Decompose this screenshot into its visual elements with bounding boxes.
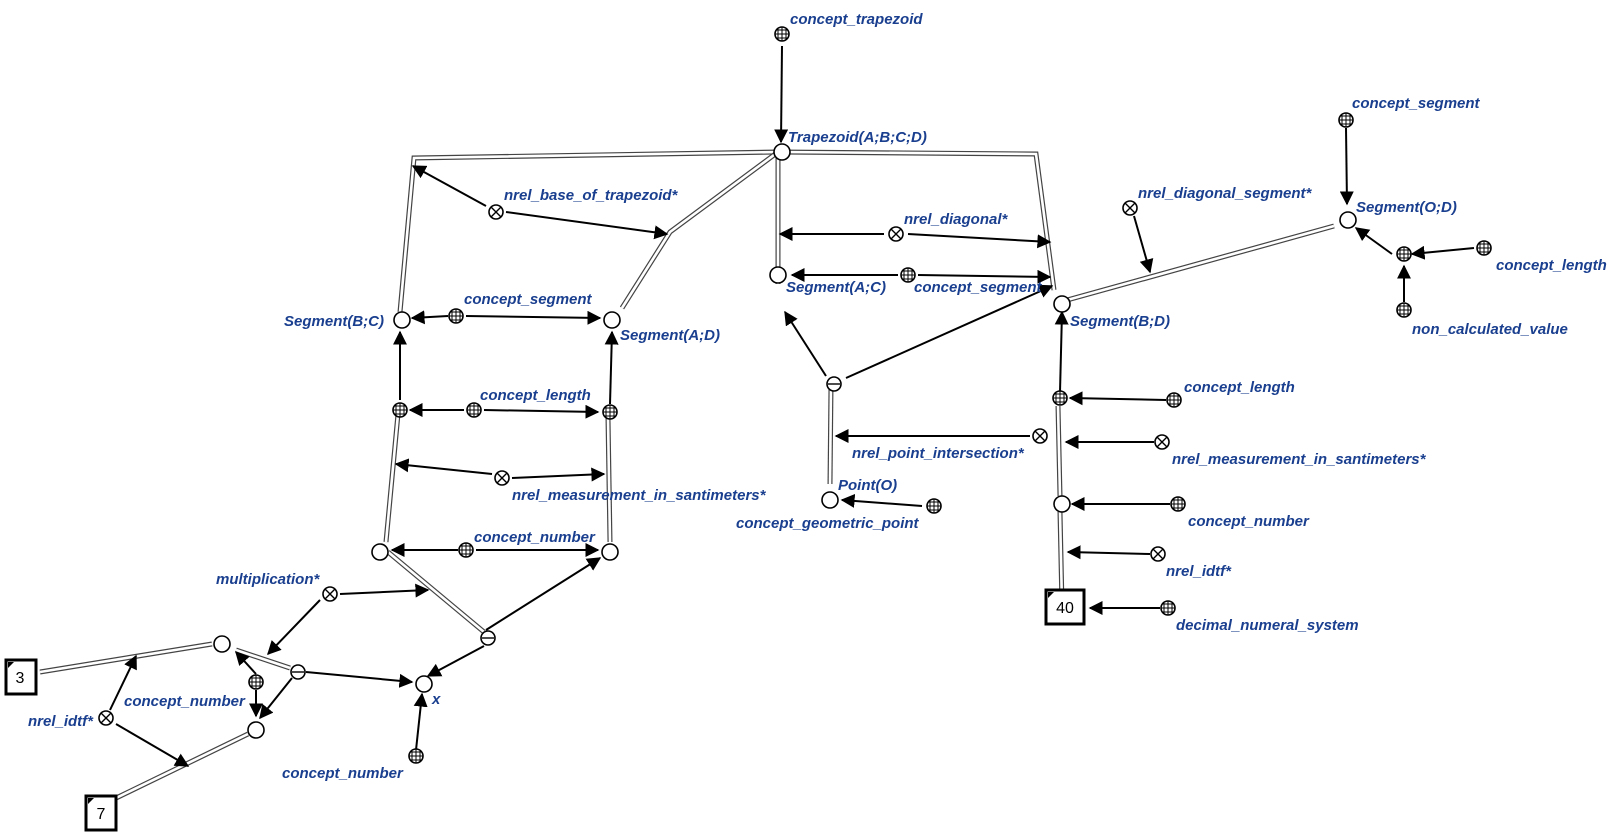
label-segment-od: Segment(O;D) [1356, 199, 1457, 216]
link-box-7: 7 [84, 794, 118, 832]
label-concept-segment-mid: concept_segment [914, 279, 1043, 296]
node-number-left-b [601, 543, 619, 561]
class-node [926, 498, 942, 514]
labels: concept_trapezoid Trapezoid(A;B;C;D) nre… [28, 11, 1607, 782]
label-x: x [431, 691, 441, 708]
link-box-3: 3 [4, 658, 38, 696]
label-nrel-base-of-trapezoid: nrel_base_of_trapezoid* [504, 187, 679, 204]
class-node [900, 267, 916, 283]
node-product-a [213, 635, 231, 653]
class-node [248, 674, 264, 690]
relation-node [1150, 546, 1166, 562]
tuple-node [826, 376, 842, 392]
label-concept-trapezoid: concept_trapezoid [790, 11, 923, 28]
label-point-o: Point(O) [838, 477, 897, 494]
label-concept-number-left: concept_number [474, 529, 596, 546]
label-concept-geometric-point: concept_geometric_point [736, 515, 920, 532]
node-x [415, 675, 433, 693]
label-segment-bc: Segment(B;C) [284, 313, 384, 330]
class-node [448, 308, 464, 324]
label-nrel-point-intersection: nrel_point_intersection* [852, 445, 1025, 462]
link-box-40: 40 [1044, 588, 1086, 626]
node-segment-ad [603, 311, 621, 329]
label-segment-bd: Segment(B;D) [1070, 313, 1170, 330]
node-product-b [247, 721, 265, 739]
class-node [408, 748, 424, 764]
class-node [774, 26, 790, 42]
label-nrel-diagonal: nrel_diagonal* [904, 211, 1009, 228]
label-nrel-diagonal-segment: nrel_diagonal_segment* [1138, 185, 1313, 202]
label-nrel-measurement-left: nrel_measurement_in_santimeters* [512, 487, 767, 504]
class-node [1338, 112, 1354, 128]
class-node [1160, 600, 1176, 616]
label-concept-length-left: concept_length [480, 387, 591, 404]
label-nrel-measurement-right: nrel_measurement_in_santimeters* [1172, 451, 1427, 468]
node-segment-od [1339, 211, 1357, 229]
label-concept-length-right: concept_length [1496, 257, 1607, 274]
link-value-40: 40 [1056, 600, 1074, 617]
link-value-7: 7 [97, 806, 106, 823]
relation-node [98, 710, 114, 726]
label-decimal-numeral-system: decimal_numeral_system [1176, 617, 1359, 634]
class-node [1476, 240, 1492, 256]
node-number-left-a [371, 543, 389, 561]
label-concept-length-bd: concept_length [1184, 379, 1295, 396]
class-node [602, 404, 618, 420]
class-node [466, 402, 482, 418]
relation-node [1122, 200, 1138, 216]
relation-node [1032, 428, 1048, 444]
label-non-calculated-value: non_calculated_value [1412, 321, 1568, 338]
class-node [458, 542, 474, 558]
relation-node [888, 226, 904, 242]
label-concept-number-bottom: concept_number [282, 765, 404, 782]
relation-node [494, 470, 510, 486]
node-point-o [821, 491, 839, 509]
common-arcs [39, 149, 1335, 803]
relation-node [322, 586, 338, 602]
nodes: 40 3 7 [4, 26, 1492, 832]
node-segment-bd [1053, 295, 1071, 313]
class-node [1166, 392, 1182, 408]
class-node [1170, 496, 1186, 512]
tuple-node [480, 630, 496, 646]
label-nrel-idtf-left: nrel_idtf* [28, 713, 94, 730]
label-concept-segment-top: concept_segment [1352, 95, 1481, 112]
label-concept-number-right: concept_number [1188, 513, 1310, 530]
class-node [1052, 390, 1068, 406]
link-value-3: 3 [16, 670, 25, 687]
label-trapezoid: Trapezoid(A;B;C;D) [788, 129, 927, 146]
label-segment-ac: Segment(A;C) [786, 279, 886, 296]
node-segment-bc [393, 311, 411, 329]
class-node [392, 402, 408, 418]
label-segment-ad: Segment(A;D) [620, 327, 720, 344]
tuple-node [290, 664, 306, 680]
relation-node [488, 204, 504, 220]
node-trapezoid [773, 143, 791, 161]
class-node [1396, 302, 1412, 318]
relation-node [1154, 434, 1170, 450]
label-concept-number-small: concept_number [124, 693, 246, 710]
label-nrel-idtf-right: nrel_idtf* [1166, 563, 1232, 580]
arrows [109, 45, 1475, 767]
class-node [1396, 246, 1412, 262]
node-number-right [1053, 495, 1071, 513]
label-concept-segment-left: concept_segment [464, 291, 593, 308]
label-multiplication: multiplication* [216, 571, 321, 588]
node-segment-ac [769, 266, 787, 284]
